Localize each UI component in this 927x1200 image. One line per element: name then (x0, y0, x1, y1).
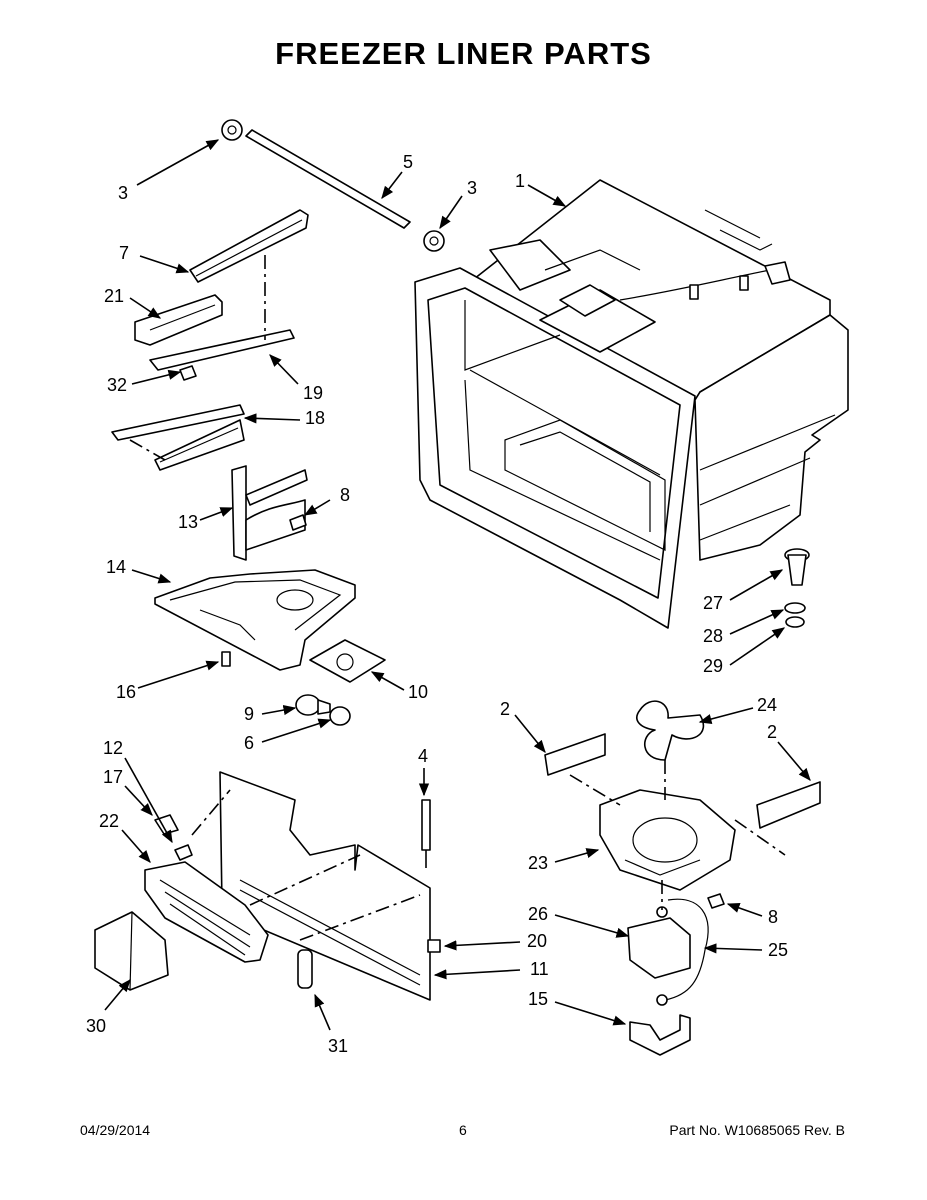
callout-21: 21 (104, 286, 124, 306)
callout-18: 18 (305, 408, 325, 428)
callout-3b: 3 (467, 178, 477, 198)
callout-12: 12 (103, 738, 123, 758)
leader-16 (137, 660, 220, 689)
leader-2b (777, 741, 811, 781)
leader-32 (131, 369, 182, 385)
callout-11: 11 (530, 959, 549, 979)
callout-9: 9 (244, 704, 254, 724)
leader-13 (199, 507, 234, 521)
leader-5 (381, 171, 403, 200)
callout-13: 13 (178, 512, 198, 532)
leader-19 (269, 354, 299, 385)
leader-31 (314, 993, 331, 1031)
callout-16: 16 (116, 682, 136, 702)
callout-22: 22 (99, 811, 119, 831)
leader-11 (433, 969, 521, 980)
damper-parts-illustration (784, 548, 810, 628)
callout-7: 7 (119, 243, 129, 263)
leader-29 (729, 627, 786, 666)
callout-25: 25 (768, 940, 788, 960)
leader-8b (726, 903, 763, 917)
callout-29: 29 (703, 656, 723, 676)
leader-2a (514, 714, 546, 753)
leader-22 (121, 829, 151, 863)
leader-15 (554, 1001, 627, 1026)
callout-30: 30 (86, 1016, 106, 1036)
leader-9 (261, 705, 297, 716)
leader-30 (104, 979, 131, 1011)
leader-23 (554, 848, 600, 863)
callout-23: 23 (528, 853, 548, 873)
callout-15: 15 (528, 989, 548, 1009)
callout-2a: 2 (500, 699, 510, 719)
page-title: FREEZER LINER PARTS (275, 36, 652, 71)
callout-5: 5 (403, 152, 413, 172)
leader-17 (124, 785, 153, 816)
callout-1: 1 (515, 171, 525, 191)
leader-25 (703, 943, 763, 954)
callout-labels: 3 5 3 1 7 21 32 19 18 8 13 14 16 10 9 6 … (86, 152, 788, 1056)
leader-8a (303, 499, 331, 516)
leader-24 (698, 707, 754, 725)
callout-20: 20 (527, 931, 547, 951)
leader-14 (131, 569, 172, 584)
leader-3b (439, 195, 463, 230)
callout-28: 28 (703, 626, 723, 646)
leader-6 (261, 718, 332, 743)
leader-7 (139, 255, 190, 274)
callout-4: 4 (418, 746, 428, 766)
callout-8a: 8 (340, 485, 350, 505)
leader-18 (243, 413, 301, 424)
leader-26 (554, 914, 630, 938)
footer-date: 04/29/2014 (80, 1122, 151, 1138)
footer-part-number: Part No. W10685065 Rev. B (669, 1122, 845, 1138)
callout-32: 32 (107, 375, 127, 395)
air-diffuser-illustration (154, 569, 386, 726)
leader-27 (729, 569, 784, 601)
callout-8b: 8 (768, 907, 778, 927)
lower-panel-illustration (94, 771, 441, 1001)
callout-10: 10 (408, 682, 428, 702)
callout-14: 14 (106, 557, 126, 577)
callout-26: 26 (528, 904, 548, 924)
callout-24: 24 (757, 695, 777, 715)
leader-21 (129, 297, 162, 319)
freezer-liner-illustration (414, 179, 849, 629)
evaporator-fan-illustration (544, 700, 821, 1056)
callout-27: 27 (703, 593, 723, 613)
callout-17: 17 (103, 767, 123, 787)
leader-12 (124, 757, 173, 844)
leader-1 (527, 184, 567, 207)
leader-10 (370, 671, 405, 691)
rail-parts-illustration (111, 119, 445, 561)
footer-page-number: 6 (459, 1122, 467, 1138)
leader-3a (136, 139, 220, 186)
leader-20 (443, 940, 521, 951)
callout-31: 31 (328, 1036, 348, 1056)
callout-3a: 3 (118, 183, 128, 203)
callout-6: 6 (244, 733, 254, 753)
callout-leaders (104, 139, 811, 1031)
callout-2b: 2 (767, 722, 777, 742)
callout-19: 19 (303, 383, 323, 403)
leader-28 (729, 609, 785, 635)
